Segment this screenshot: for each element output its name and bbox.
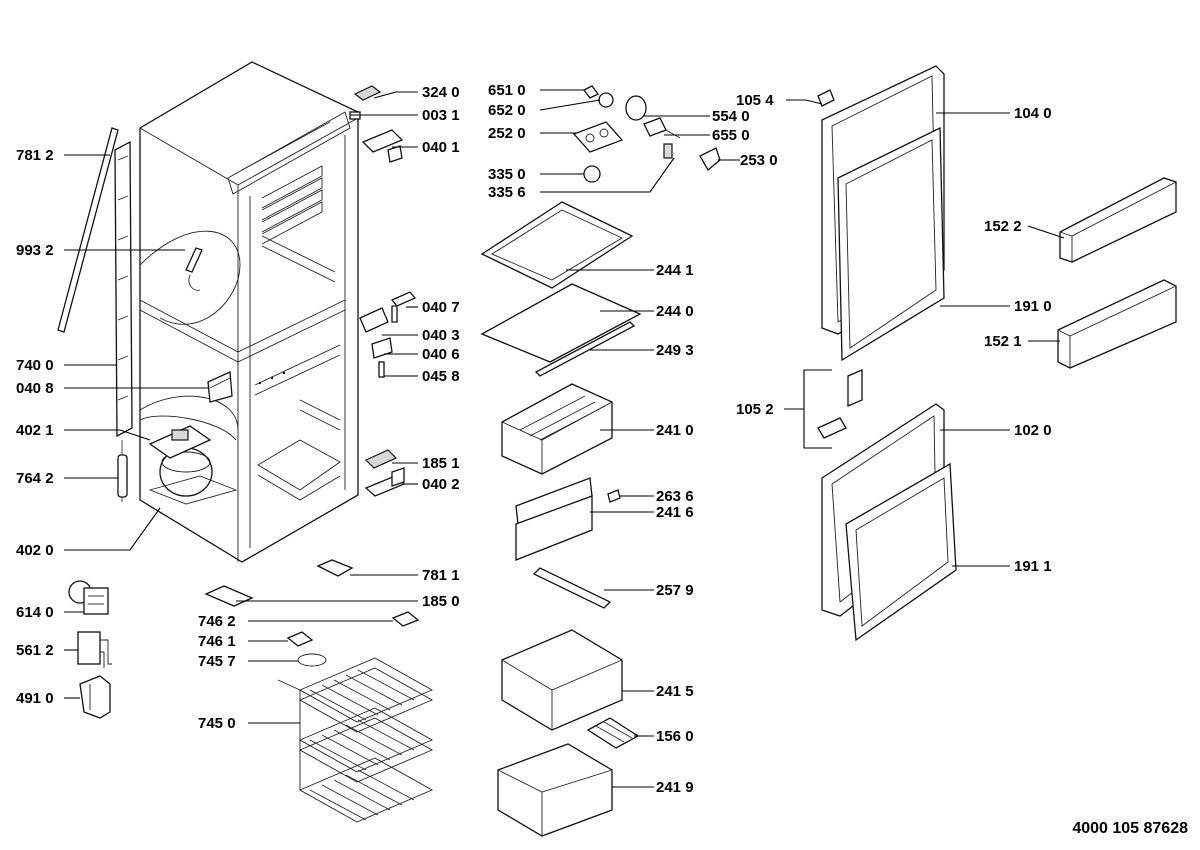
part-labels: 781 2 993 2 740 0 040 8 402 1 764 2 402 … — [16, 82, 1052, 796]
condenser-coil — [114, 140, 133, 438]
relay-614 — [68, 580, 109, 615]
label-244-1: 244 1 — [656, 262, 694, 279]
wire-shelves — [277, 657, 434, 823]
label-402-1: 402 1 — [16, 422, 54, 439]
label-191-0: 191 0 — [1014, 298, 1052, 315]
label-745-0: 745 0 — [198, 715, 236, 732]
door-shelf-152-2 — [1059, 177, 1177, 263]
label-781-2: 781 2 — [16, 147, 54, 164]
glass-shelf-assembly — [480, 201, 642, 377]
label-335-0: 335 0 — [488, 166, 526, 183]
label-040-8: 040 8 — [16, 380, 54, 397]
label-241-0: 241 0 — [656, 422, 694, 439]
label-040-6: 040 6 — [422, 346, 460, 363]
label-335-6: 335 6 — [488, 184, 526, 201]
label-746-1: 746 1 — [198, 633, 236, 650]
label-257-9: 257 9 — [656, 582, 694, 599]
label-003-1: 003 1 — [422, 107, 460, 124]
label-781-1: 781 1 — [422, 567, 460, 584]
label-241-6: 241 6 — [656, 504, 694, 521]
label-253-0: 253 0 — [740, 152, 778, 169]
drain-rod — [57, 127, 119, 333]
door-shelf-152-1 — [1057, 279, 1177, 369]
handle-781-1 — [316, 559, 354, 577]
label-105-4: 105 4 — [736, 92, 774, 109]
label-105-2: 105 2 — [736, 401, 774, 418]
clip-746-2 — [391, 611, 420, 627]
label-764-2: 764 2 — [16, 470, 54, 487]
document-reference-number: 4000 105 87628 — [1072, 820, 1188, 837]
ice-tray-156-0 — [586, 717, 640, 749]
label-746-2: 746 2 — [198, 613, 236, 630]
leader-lines — [64, 89, 1065, 788]
dryer-filter — [117, 440, 128, 502]
label-191-1: 191 1 — [1014, 558, 1052, 575]
label-402-0: 402 0 — [16, 542, 54, 559]
label-152-2: 152 2 — [984, 218, 1022, 235]
label-614-0: 614 0 — [16, 604, 54, 621]
label-745-7: 745 7 — [198, 653, 236, 670]
cover-491 — [79, 675, 111, 719]
label-040-3: 040 3 — [422, 327, 460, 344]
crisper-drawer-241-0 — [501, 383, 613, 475]
label-152-1: 152 1 — [984, 333, 1022, 350]
label-241-5: 241 5 — [656, 683, 694, 700]
label-045-8: 045 8 — [422, 368, 460, 385]
clip-746-1 — [286, 631, 314, 647]
label-185-1: 185 1 — [422, 455, 460, 472]
label-740-0: 740 0 — [16, 357, 54, 374]
label-993-2: 993 2 — [16, 242, 54, 259]
door-gasket-191-0 — [837, 126, 945, 362]
hinge-040-8 — [207, 371, 233, 403]
label-249-3: 249 3 — [656, 342, 694, 359]
capillary-sensor — [185, 247, 203, 291]
rail-257-9 — [532, 567, 612, 609]
drawer-241-9 — [497, 743, 613, 837]
drawer-front-241-6 — [515, 477, 621, 561]
label-156-0: 156 0 — [656, 728, 694, 745]
label-102-0: 102 0 — [1014, 422, 1052, 439]
label-252-0: 252 0 — [488, 125, 526, 142]
label-263-6: 263 6 — [656, 488, 694, 505]
label-561-2: 561 2 — [16, 642, 54, 659]
bottom-hinge-parts — [364, 449, 406, 497]
door-gasket-191-1 — [845, 462, 957, 642]
wire-745-7 — [297, 653, 327, 667]
thermostat-parts — [572, 85, 721, 183]
label-324-0: 324 0 — [422, 84, 460, 101]
label-491-0: 491 0 — [16, 690, 54, 707]
label-554-0: 554 0 — [712, 108, 750, 125]
drawer-241-5 — [501, 629, 623, 731]
label-652-0: 652 0 — [488, 102, 526, 119]
label-185-0: 185 0 — [422, 593, 460, 610]
starter-561 — [77, 631, 112, 668]
label-244-0: 244 0 — [656, 303, 694, 320]
label-040-1: 040 1 — [422, 139, 460, 156]
compressor — [139, 415, 238, 505]
cover-185-0 — [204, 585, 254, 607]
hinge-kit-105-2 — [817, 369, 863, 439]
hinge-105-4 — [817, 89, 835, 107]
label-040-7: 040 7 — [422, 299, 460, 316]
middle-hinge-parts — [359, 291, 417, 378]
label-104-0: 104 0 — [1014, 105, 1052, 122]
label-651-0: 651 0 — [488, 82, 526, 99]
label-241-9: 241 9 — [656, 779, 694, 796]
label-040-2: 040 2 — [422, 476, 460, 493]
label-655-0: 655 0 — [712, 127, 750, 144]
